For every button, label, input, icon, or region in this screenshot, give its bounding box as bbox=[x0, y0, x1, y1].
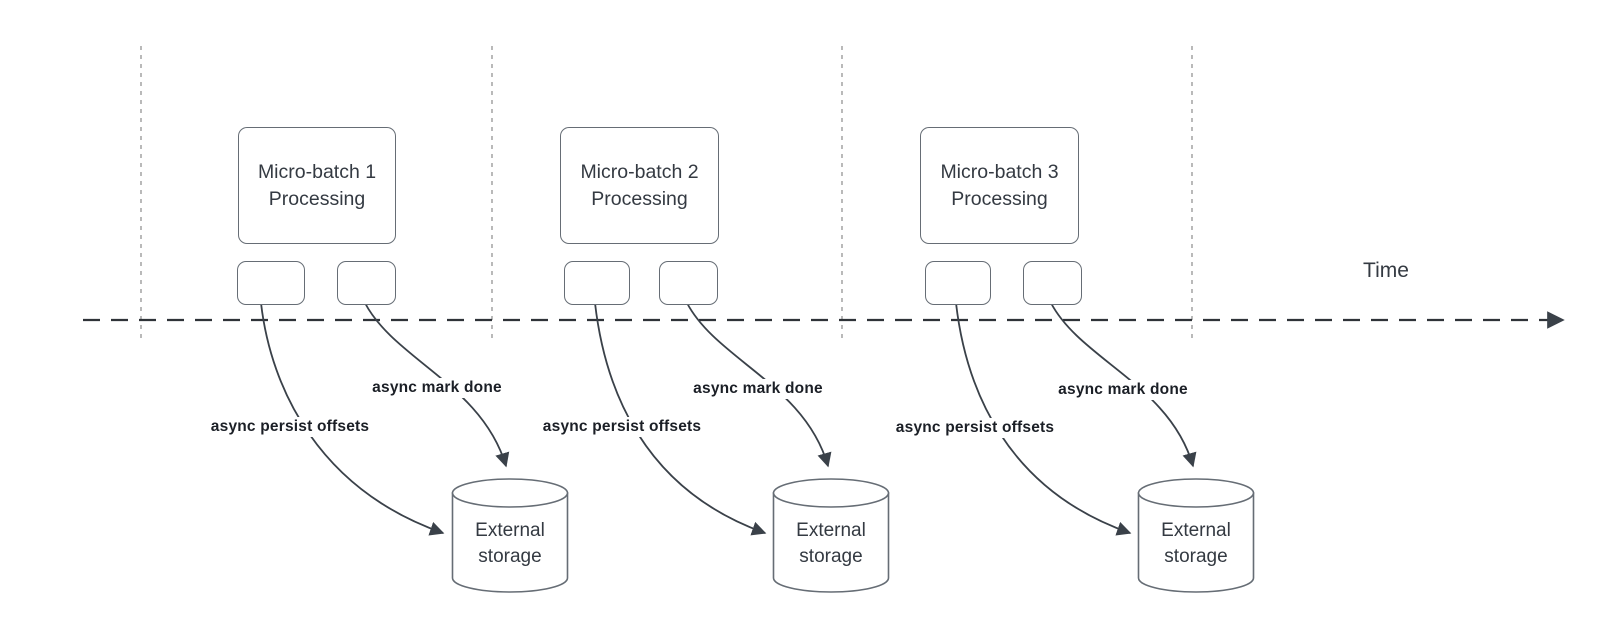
cylinder-shape-icon bbox=[1137, 478, 1255, 593]
mark-done-task-box-1 bbox=[337, 261, 396, 305]
external-storage-cylinder-3: External storage bbox=[1137, 477, 1255, 595]
mark-done-arrow-3 bbox=[1050, 302, 1197, 468]
persist-offsets-task-box-2 bbox=[564, 261, 630, 305]
persist-offsets-label-3: async persist offsets bbox=[892, 418, 1058, 438]
mark-done-arrow-1 bbox=[364, 302, 510, 468]
mark-done-label-1: async mark done bbox=[369, 378, 505, 398]
persist-offsets-task-box-3 bbox=[925, 261, 991, 305]
time-axis-label: Time bbox=[1363, 259, 1409, 282]
external-storage-cylinder-2: External storage bbox=[772, 477, 890, 595]
mark-done-label-3: async mark done bbox=[1055, 380, 1191, 400]
micro-batch-3-processing-box: Micro-batch 3 Processing bbox=[920, 127, 1079, 244]
external-storage-label-2: External storage bbox=[796, 520, 866, 567]
micro-batch-2-processing-box: Micro-batch 2 Processing bbox=[560, 127, 719, 244]
persist-offsets-task-box-1 bbox=[237, 261, 305, 305]
external-storage-label-3: External storage bbox=[1161, 520, 1231, 567]
micro-batch-3-processing-label: Micro-batch 3 Processing bbox=[940, 160, 1059, 210]
persist-offsets-label-2: async persist offsets bbox=[539, 417, 705, 437]
mark-done-label-2: async mark done bbox=[690, 379, 826, 399]
cylinder-shape-icon bbox=[772, 478, 890, 593]
external-storage-cylinder-1: External storage bbox=[451, 477, 569, 595]
external-storage-label-1: External storage bbox=[475, 520, 545, 567]
persist-offsets-label-1: async persist offsets bbox=[207, 417, 373, 437]
cylinder-shape-icon bbox=[451, 478, 569, 593]
mark-done-task-box-3 bbox=[1023, 261, 1082, 305]
micro-batch-2-processing-label: Micro-batch 2 Processing bbox=[580, 160, 699, 210]
micro-batch-1-processing-label: Micro-batch 1 Processing bbox=[257, 160, 377, 210]
mark-done-arrow-2 bbox=[686, 302, 832, 468]
mark-done-task-box-2 bbox=[659, 261, 718, 305]
micro-batch-1-processing-box: Micro-batch 1 Processing bbox=[238, 127, 396, 244]
